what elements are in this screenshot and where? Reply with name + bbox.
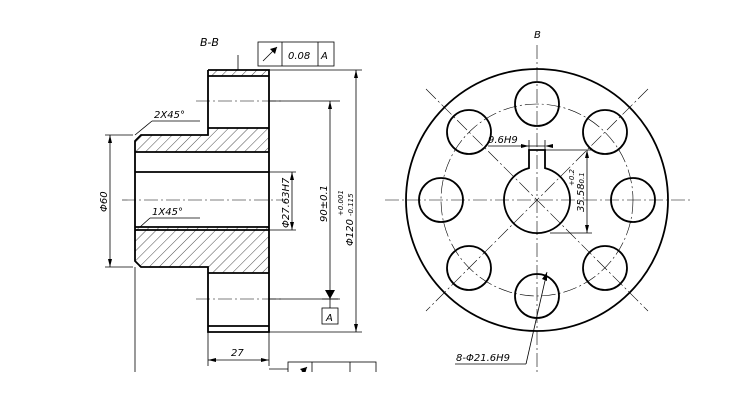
part-outline [134, 69, 270, 333]
dim-outer-upper-dev: +0.001 [337, 190, 345, 216]
bolt-hole [582, 109, 628, 155]
chamfer-outer-leader [134, 120, 153, 136]
dim-bolt-circle: 90±0.1 [319, 185, 330, 222]
dim-outer-lower-dev: -0.115 [347, 193, 355, 216]
datum-box [321, 307, 339, 325]
dim-chamfer-outer: 2X45° [154, 110, 185, 121]
hatch-flange-top [208, 128, 269, 152]
dim-flange-width: 27 [231, 348, 244, 359]
dim-chamfer-inner: 1X45° [152, 207, 183, 218]
bolt-hole [418, 177, 464, 223]
section-view: B-B 0.08 A [99, 36, 377, 382]
hatch-hub-top [135, 135, 208, 152]
fcf-bottom-tolerance: 0.10 [318, 371, 340, 382]
diagonal-centerline-2 [425, 88, 649, 312]
hatch-flange-edge [208, 70, 269, 76]
outer-flange-circle [405, 68, 669, 332]
dim-outer-diameter: Φ120 [345, 219, 356, 246]
hatch-flange-bottom [208, 267, 269, 273]
fcf-top-datum: A [320, 51, 328, 62]
dim-keyway-upper-dev: +0.2 [568, 168, 576, 186]
chamfer-inner-leader [139, 217, 151, 228]
circular-runout-icon [262, 46, 278, 62]
section-title: B-B [200, 36, 219, 49]
fcf-top: 0.08 A [237, 41, 335, 70]
dim-keyway-depth: 35.58 [576, 183, 587, 212]
fcf-top-tolerance: 0.08 [288, 51, 310, 62]
view-label: B [534, 30, 541, 41]
bolt-hole [610, 177, 656, 223]
bolt-hole [582, 245, 628, 291]
hatch-lower [135, 227, 269, 267]
dim-keyway-lower-dev: -0.1 [578, 172, 586, 186]
bolt-hole [446, 109, 492, 155]
dim-keyway-width: 9.6H9 [488, 135, 518, 146]
fcf-bottom: 0.10 A [269, 361, 377, 382]
bolt-hole [514, 273, 560, 319]
fcf-bottom-datum: A [355, 371, 363, 382]
bolt-hole [446, 245, 492, 291]
front-view: B 9.6H9 [385, 30, 692, 372]
datum-label: A [325, 313, 333, 324]
holes-leader [525, 271, 548, 365]
dim-bore: Φ27.63H7 [281, 177, 292, 228]
dim-hub-diameter: Φ60 [99, 191, 110, 212]
dim-holes: 8-Φ21.6H9 [456, 353, 510, 364]
bore-with-keyway [503, 149, 571, 235]
bolt-hole [514, 81, 560, 127]
bolt-circle-centerline [440, 103, 634, 297]
circular-runout-icon [300, 366, 308, 372]
bolt-holes [418, 81, 656, 319]
